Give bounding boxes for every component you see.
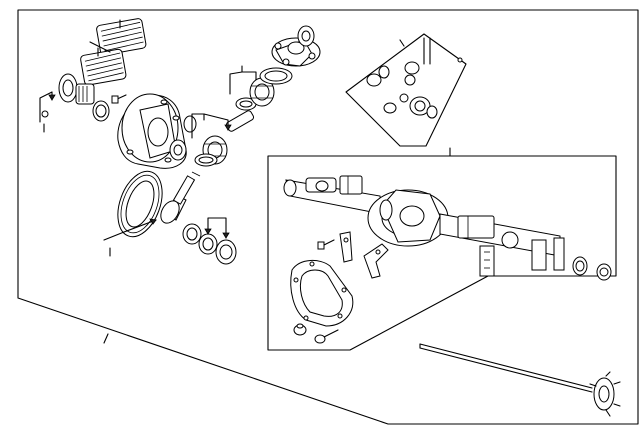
side-gear[interactable]: [58, 73, 95, 105]
bracket-pinion-bearings: [204, 217, 230, 239]
drive-pinion[interactable]: [157, 171, 201, 226]
housing-bolt[interactable]: [317, 239, 335, 250]
frame-leader: [103, 333, 109, 344]
axle-seal-right[interactable]: [596, 263, 612, 281]
axle-shaft[interactable]: [419, 343, 621, 417]
thrust-washer-left[interactable]: [92, 100, 110, 122]
ring-gear[interactable]: [110, 165, 171, 243]
pinion-race[interactable]: [215, 239, 237, 265]
vent-bracket-right[interactable]: [363, 243, 389, 279]
vent-bracket-left[interactable]: [339, 231, 353, 263]
pinion-bearing-inner[interactable]: [182, 223, 202, 245]
clutch-spring-pack-lower[interactable]: [80, 41, 127, 86]
axle-housing[interactable]: [283, 175, 588, 277]
bracket-case-bearing: [191, 113, 232, 139]
carrier-bearing-bracket: [229, 65, 257, 95]
pinion-bearing-outer[interactable]: [198, 233, 218, 255]
bracket-ring-pinion: [103, 218, 157, 257]
carrier-bearing-cone[interactable]: [249, 77, 275, 107]
bearing-race-right[interactable]: [194, 153, 218, 167]
clutch-spring-pack-upper[interactable]: [96, 18, 147, 56]
differential-cover[interactable]: [290, 260, 354, 327]
case-bolt[interactable]: [111, 94, 127, 104]
carrier-bearing-cup[interactable]: [235, 97, 257, 111]
differential-case[interactable]: [117, 93, 187, 169]
oil-seal[interactable]: [259, 67, 293, 85]
pinion-flange-yoke[interactable]: [271, 25, 321, 67]
cover-bolt[interactable]: [314, 329, 339, 344]
outer-frame: [17, 9, 639, 425]
bracket-side-gear-kit: [39, 91, 56, 133]
side-gear-kit-panel[interactable]: [345, 33, 467, 147]
fill-plug[interactable]: [293, 323, 307, 336]
pinion-shaft[interactable]: [183, 110, 255, 133]
